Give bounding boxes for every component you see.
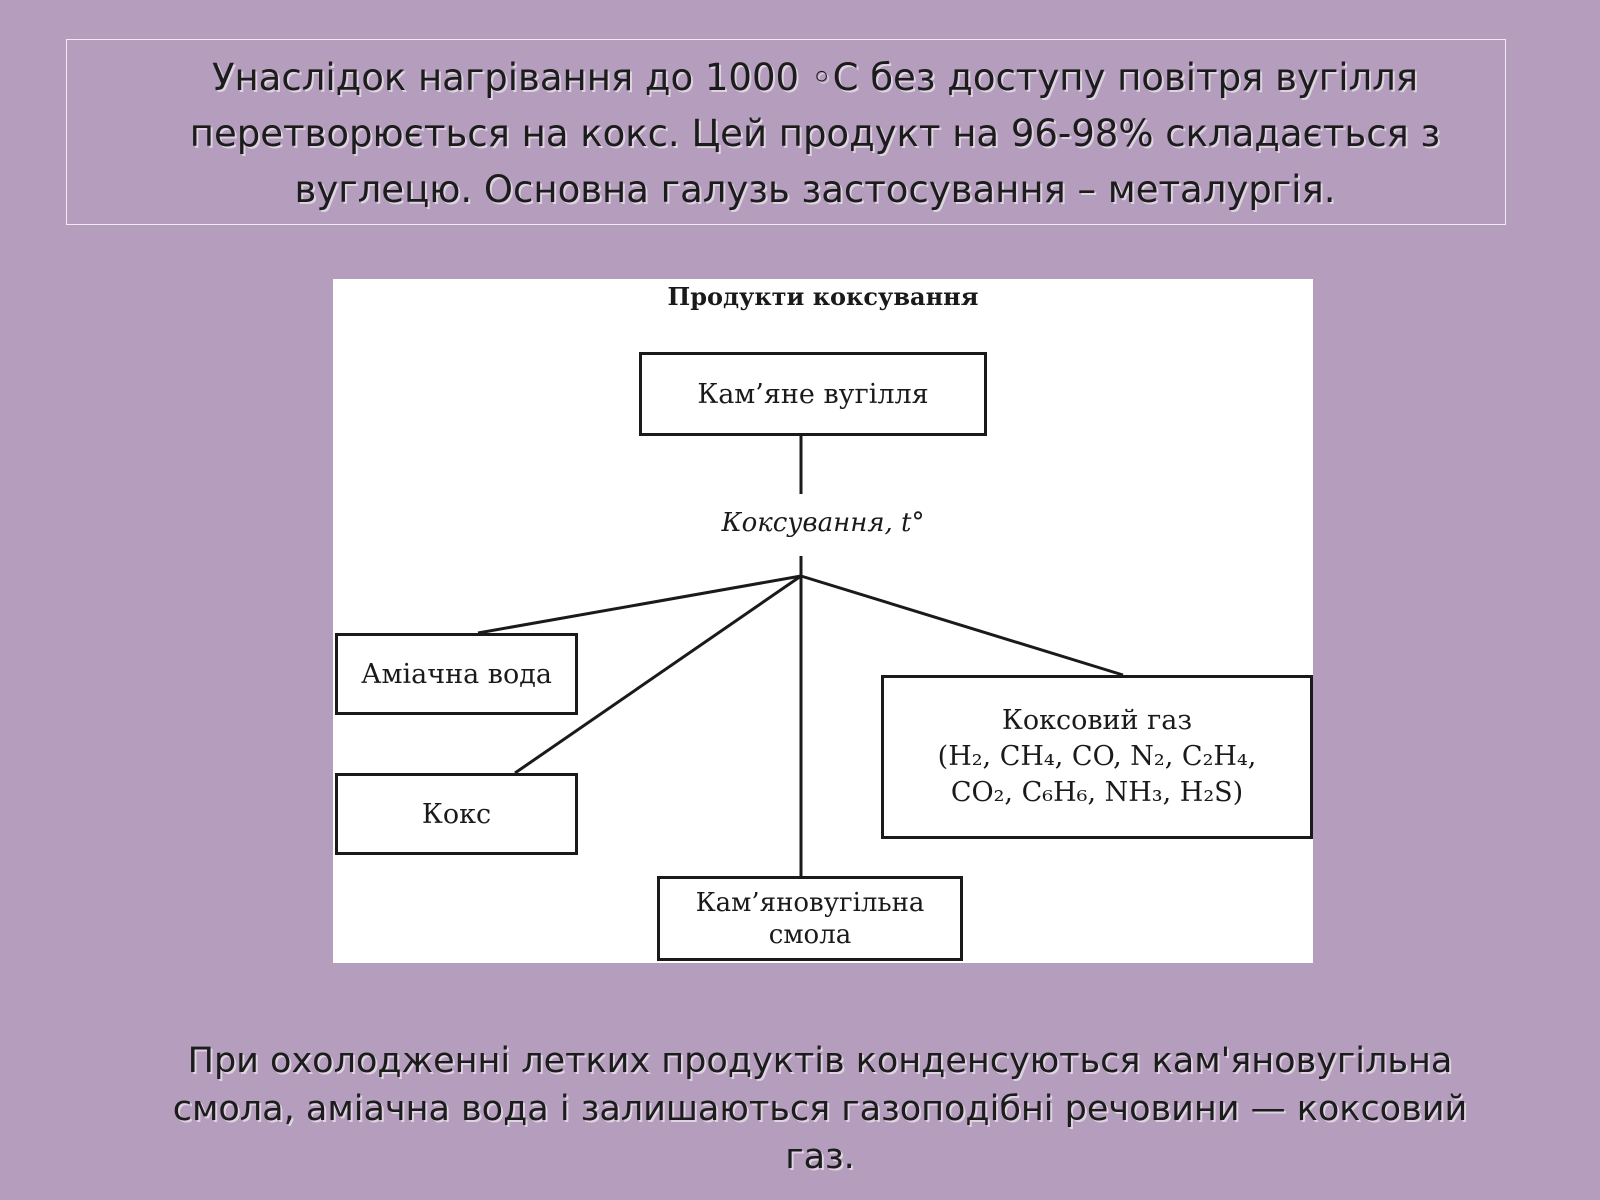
coke-gas-formula-line2: CO₂, C₆H₆, NH₃, H₂S): [950, 777, 1244, 808]
ammonia-water-label: Аміачна вода: [361, 658, 552, 690]
coke-gas-formula-line1: (H₂, CH₄, CO, N₂, C₂H₄,: [937, 741, 1257, 772]
diagram-connectors: [477, 434, 1124, 876]
connector-to-coke-gas: [800, 574, 1124, 677]
diagram-title: Продукти коксування: [667, 282, 979, 311]
coke-gas-title: Коксовий газ: [1001, 705, 1193, 736]
coking-process-label: Коксування, t°: [693, 508, 953, 538]
connector-to-ammonia-water: [477, 574, 802, 635]
coke-node: Кокс: [335, 773, 578, 855]
coal-tar-label-line1: Кам’яновугільна: [695, 887, 925, 918]
coking-products-diagram: Продукти коксування Кам’яне вугілля Кокс…: [333, 279, 1313, 963]
coal-tar-label-line2: смола: [768, 919, 852, 950]
coal-tar-node: Кам’яновугільна смола: [657, 876, 963, 961]
intro-text-frame: [66, 39, 1506, 225]
connector-to-coke: [514, 574, 802, 775]
conclusion-text: При охолодженні летких продуктів конденс…: [172, 1041, 1468, 1177]
intro-text: Унаслідок нагрівання до 1000 ◦С без дост…: [189, 56, 1441, 211]
coal-node: Кам’яне вугілля: [639, 352, 987, 436]
coke-label: Кокс: [421, 798, 492, 830]
coke-gas-node: Коксовий газ (H₂, CH₄, CO, N₂, C₂H₄, CO₂…: [881, 675, 1313, 839]
coal-node-label: Кам’яне вугілля: [697, 378, 929, 410]
ammonia-water-node: Аміачна вода: [335, 633, 578, 715]
